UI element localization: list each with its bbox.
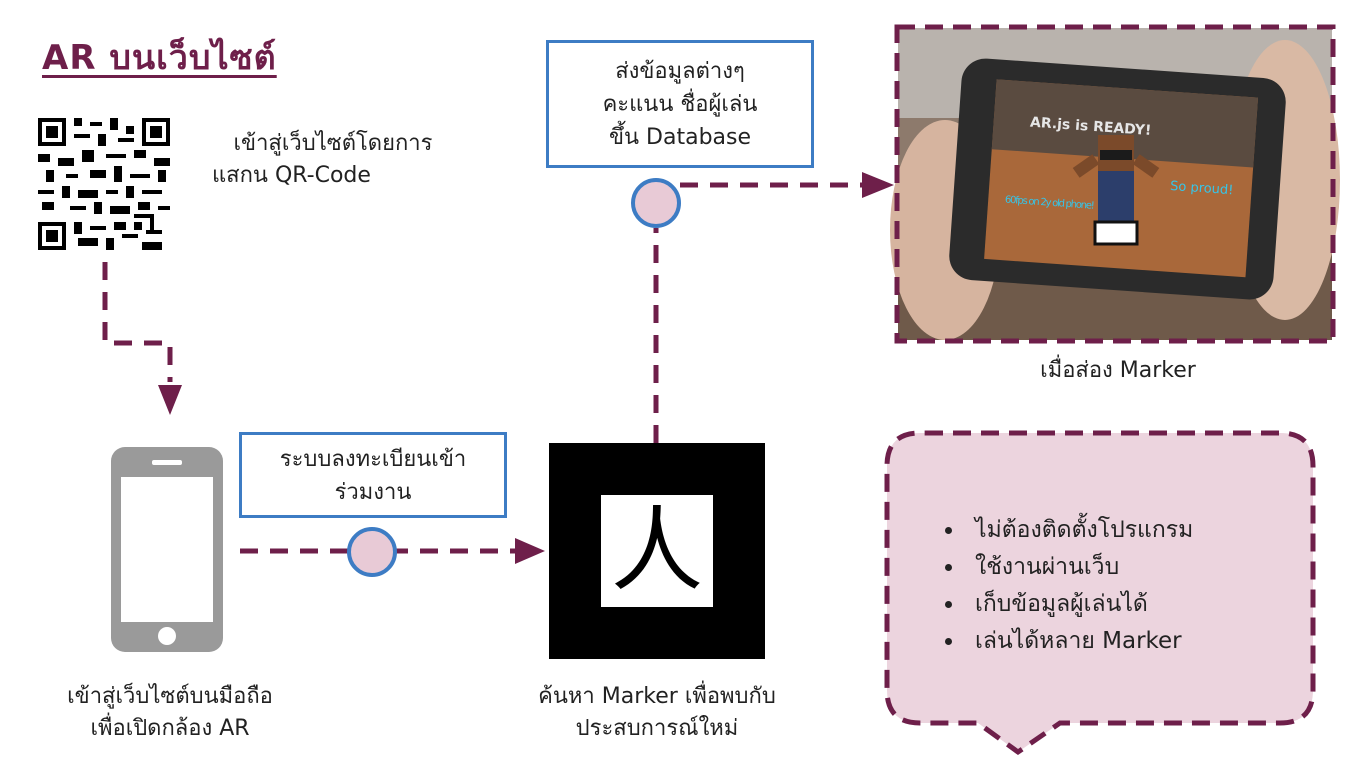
qr-caption-line-2: แสกน QR-Code <box>212 163 371 188</box>
phone-caption: เข้าสู่เว็บไซต์บนมือถือ เพื่อเปิดกล้อง A… <box>20 681 320 745</box>
database-box-line-1: ส่งข้อมูลต่างๆ <box>615 59 745 84</box>
marker-caption-line-1: ค้นหา Marker เพื่อพบกับ <box>538 684 776 709</box>
arrowhead-right <box>515 538 545 564</box>
ar-screenshot-image <box>890 24 1340 344</box>
registration-box-line-2: ร่วมงาน <box>334 480 412 505</box>
phone-caption-line-1: เข้าสู่เว็บไซต์บนมือถือ <box>67 684 273 709</box>
feature-item: ใช้งานผ่านเว็บ <box>965 549 1295 586</box>
feature-item: เล่นได้หลาย Marker <box>965 623 1295 660</box>
phone-caption-line-2: เพื่อเปิดกล้อง AR <box>90 716 250 741</box>
arrowhead-down <box>158 385 182 415</box>
qr-caption: เข้าสู่เว็บไซต์โดยการ แสกน QR-Code <box>188 128 478 192</box>
registration-box: ระบบลงทะเบียนเข้า ร่วมงาน <box>239 432 507 518</box>
feature-item: ไม่ต้องติดตั้งโปรแกรม <box>965 512 1295 549</box>
feature-list: ไม่ต้องติดตั้งโปรแกรม ใช้งานผ่านเว็บ เก็… <box>935 512 1295 660</box>
feature-speech-bubble <box>884 430 1316 756</box>
database-box-line-2: คะแนน ชื่อผู้เล่น <box>602 92 758 117</box>
qr-caption-line-1: เข้าสู่เว็บไซต์โดยการ <box>233 131 433 156</box>
database-box-line-3: ขึ้น Database <box>608 125 752 150</box>
ar-marker-image <box>549 443 765 659</box>
smartphone-icon <box>111 447 223 652</box>
registration-box-line-1: ระบบลงทะเบียนเข้า <box>279 447 467 472</box>
marker-glyph: 人 <box>610 497 703 604</box>
database-node <box>631 178 681 228</box>
screen-text-proud: So proud! <box>1170 179 1234 198</box>
marker-caption-line-2: ประสบการณ์ใหม่ <box>575 716 739 741</box>
screenshot-caption: เมื่อส่อง Marker <box>1040 358 1196 383</box>
qr-code-image <box>38 118 170 250</box>
arrowhead-right <box>862 172 894 198</box>
feature-item: เก็บข้อมูลผู้เล่นได้ <box>965 586 1295 623</box>
page-title: AR บนเว็บไซต์ <box>42 38 277 78</box>
register-node <box>347 527 397 577</box>
database-box: ส่งข้อมูลต่างๆ คะแนน ชื่อผู้เล่น ขึ้น Da… <box>546 40 814 168</box>
marker-caption: ค้นหา Marker เพื่อพบกับ ประสบการณ์ใหม่ <box>490 681 824 745</box>
connector-qr-to-phone <box>102 262 173 382</box>
